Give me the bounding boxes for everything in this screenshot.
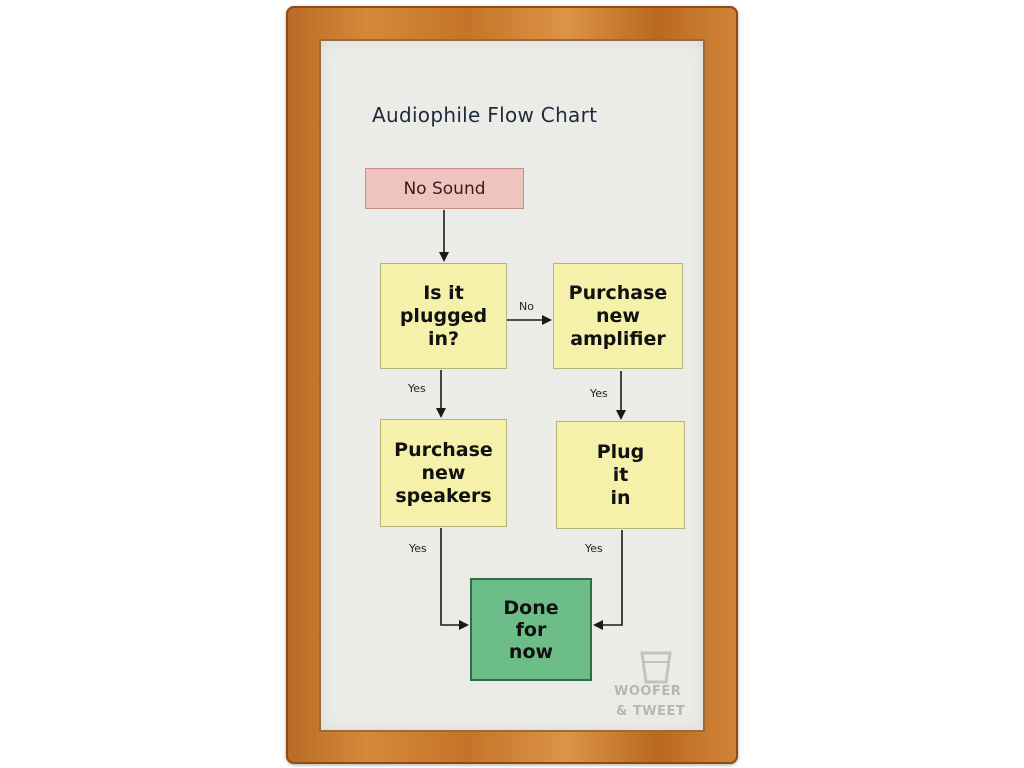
node-plug-it-in: Plug it in bbox=[556, 421, 685, 529]
node-done-for-now: Done for now bbox=[470, 578, 592, 681]
woofer-tweet-logo: WOOFER & TWEET bbox=[614, 650, 696, 724]
node-is-it-plugged-in: Is it plugged in? bbox=[380, 263, 507, 369]
node-purchase-speakers: Purchase new speakers bbox=[380, 419, 507, 527]
logo-line-2: & TWEET bbox=[616, 704, 686, 719]
logo-line-1: WOOFER bbox=[614, 684, 682, 699]
node-no-sound: No Sound bbox=[365, 168, 524, 209]
node-plug-it-in-label: Plug it in bbox=[596, 440, 645, 509]
node-no-sound-label: No Sound bbox=[403, 178, 486, 199]
whiteboard-frame bbox=[286, 6, 738, 764]
logo-glass-icon bbox=[640, 651, 672, 684]
chart-title: Audiophile Flow Chart bbox=[372, 103, 598, 127]
arrow-plug-to-done bbox=[593, 530, 623, 630]
edge-label-yes-amplifier-plug: Yes bbox=[590, 387, 608, 400]
node-purchase-amplifier: Purchase new amplifier bbox=[553, 263, 683, 369]
edge-label-no: No bbox=[519, 300, 534, 313]
node-purchase-amplifier-label: Purchase new amplifier bbox=[568, 281, 668, 350]
node-done-for-now-label: Done for now bbox=[503, 596, 559, 663]
edge-label-yes-question-speakers: Yes bbox=[408, 382, 426, 395]
edge-label-yes-speakers-done: Yes bbox=[409, 542, 427, 555]
arrow-speakers-to-done bbox=[440, 528, 469, 630]
node-purchase-speakers-label: Purchase new speakers bbox=[394, 438, 493, 507]
node-is-it-plugged-in-label: Is it plugged in? bbox=[399, 281, 488, 350]
edge-label-yes-plug-done: Yes bbox=[585, 542, 603, 555]
